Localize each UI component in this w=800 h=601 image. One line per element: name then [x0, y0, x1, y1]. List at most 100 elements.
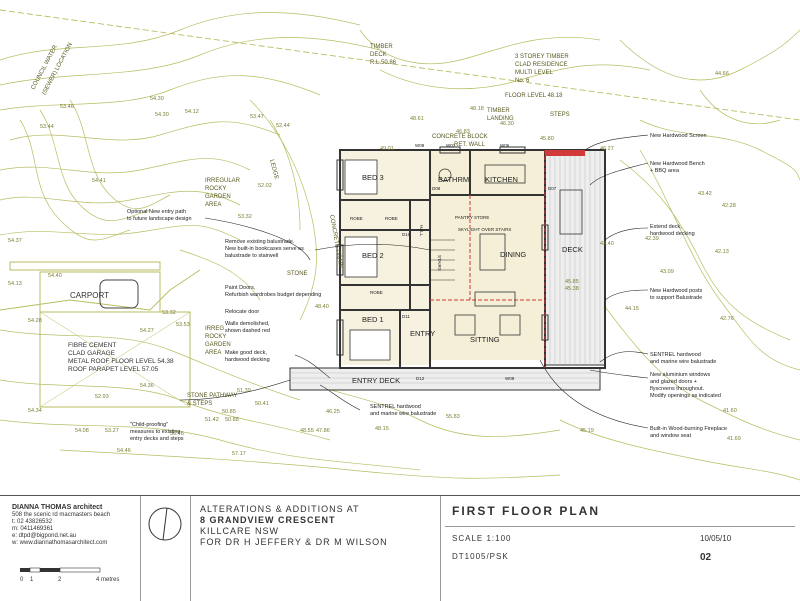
note-child-2: measures to existing [130, 429, 180, 435]
note-alum-3: flyscreens throughout. [650, 386, 705, 392]
label-fibre-4: ROOF PARAPET LEVEL 57.05 [68, 366, 159, 373]
note-paint: Paint Doors, [225, 285, 256, 291]
label-irreg-2: IRREG [205, 326, 224, 332]
spot-level: 53.32 [238, 214, 252, 220]
note-sentrel-3: SENTREL hardwood [650, 352, 701, 358]
spot-level: 44.66 [715, 71, 729, 77]
room-bed1: BED 1 [362, 315, 384, 324]
architect-address: 508 the scenic rd macmasters beach [12, 512, 111, 518]
note-child: "Child-proofing" [130, 422, 168, 428]
entry-deck [289, 367, 601, 391]
spot-level: 41.69 [727, 436, 741, 442]
drawing-title: FIRST FLOOR PLAN [452, 504, 600, 518]
scale-1: 1 [30, 577, 34, 583]
note-bench: New Hardwood Bench [650, 161, 705, 167]
note-fireplace: Built-in Wood-burning Fireplace [650, 426, 727, 432]
label-rl: R.L.50.86 [370, 60, 397, 66]
label-storey-2: CLAD RESIDENCE [515, 62, 568, 68]
carport-label: CARPORT [70, 291, 109, 300]
hardwood-screen [545, 150, 585, 156]
spot-level: 50.41 [255, 401, 269, 407]
spot-level: 54.36 [140, 383, 154, 389]
note-extend-2: hardwood decking [650, 231, 695, 237]
spot-level: 53.53 [176, 322, 190, 328]
room-bathrm: BATHRM [438, 175, 469, 184]
beds [344, 159, 391, 361]
spot-level: 46.30 [500, 121, 514, 127]
label-concrete-block: CONCRETE BLOCK [432, 134, 488, 140]
label-and-steps: & STEPS [187, 401, 212, 407]
spot-level: 43.40 [600, 241, 614, 247]
note-optional-path-2: to future landscape design [127, 216, 192, 222]
spot-level: 51.42 [205, 417, 219, 423]
window-w09: W09 [505, 376, 515, 381]
spot-level: 43.09 [660, 269, 674, 275]
note-posts: New Hardwood posts [650, 288, 703, 294]
label-rocky-2: ROCKY [205, 334, 226, 340]
note-posts-2: to support Balustrade [650, 295, 702, 301]
title-block: DIANNA THOMAS architect 508 the scenic r… [0, 495, 800, 601]
spot-level: 51.39 [237, 388, 251, 394]
drawing-number: DT1005/PSK [452, 552, 509, 561]
spot-level: 53.32 [162, 310, 176, 316]
room-robe-2: ROBE [385, 216, 398, 221]
door-d11: D11 [402, 314, 410, 319]
label-fibre-2: CLAD GARAGE [68, 350, 116, 357]
label-garden: GARDEN [205, 194, 231, 200]
room-bed3: BED 3 [362, 173, 384, 182]
room-kitchen: KITCHEN [485, 175, 518, 184]
deck-boards [544, 149, 606, 366]
spot-level: 45.19 [580, 428, 594, 434]
room-pantry: PANTRY STORE [455, 215, 489, 220]
spot-level: 54.41 [92, 178, 106, 184]
spot-level: 47.86 [316, 428, 330, 434]
spot-level: 54.34 [28, 408, 42, 414]
note-alum-4: Modify openings as indicated [650, 393, 721, 399]
spot-level: 53.27 [105, 428, 119, 434]
note-alum: New aluminium windows [650, 372, 710, 378]
spot-level: 53.47 [250, 114, 264, 120]
note-remove-2: New built-in bookcases serve as [225, 246, 304, 252]
spot-level: 49.01 [380, 146, 394, 152]
room-entry: ENTRY [410, 329, 435, 338]
note-extend: Extend deck, [650, 224, 682, 230]
project-line-4: FOR DR H JEFFERY & DR M WILSON [200, 537, 388, 547]
window-w06: W06 [500, 143, 510, 148]
note-bench-2: + BBQ area [650, 168, 680, 174]
spot-level: 57.17 [232, 451, 246, 457]
project-line-3: KILLCARE NSW [200, 526, 280, 536]
door-d10: D10 [402, 232, 411, 237]
note-remove: Remove existing balustrade. [225, 239, 295, 245]
label-timber-deck-2: DECK [370, 52, 387, 58]
drawing-scale: SCALE 1:100 [452, 534, 512, 543]
spot-level: 45.38 [565, 286, 579, 292]
note-sentrel-2: and marine wire balustrade [370, 411, 436, 417]
note-optional-path: Optional New entry path [127, 209, 186, 215]
north-arrow-icon [148, 507, 182, 541]
spot-level: 54.30 [155, 112, 169, 118]
living-floor [430, 150, 545, 360]
spot-level: 55.83 [446, 414, 460, 420]
note-child-3: entry decks and steps [130, 436, 184, 442]
label-fibre-1: FIBRE CEMENT [68, 342, 116, 349]
spot-level: 44.15 [625, 306, 639, 312]
furniture [438, 164, 583, 336]
label-storey-4: No. 6 [515, 78, 530, 84]
spot-level: 54.28 [28, 318, 42, 324]
door-d12: D12 [416, 376, 425, 381]
spot-level: 54.08 [75, 428, 89, 434]
spot-level: 52.02 [258, 183, 272, 189]
note-walls-2: shown dashed red [225, 328, 270, 334]
label-timber-landing-2: LANDING [487, 116, 514, 122]
leader-lines [179, 134, 649, 429]
architect-email: e: dtpd@bigpond.net.au [12, 533, 77, 539]
spot-level: 53.44 [40, 124, 54, 130]
note-screen: New Hardwood Screen [650, 133, 707, 139]
architect-phone: t: 02 43826532 [12, 519, 53, 525]
label-garden-2: GARDEN [205, 342, 231, 348]
spot-level: 48.55 [300, 428, 314, 434]
label-timber-landing: TIMBER [487, 108, 510, 114]
spot-level: 48.61 [410, 116, 424, 122]
scale-bar [20, 567, 101, 573]
